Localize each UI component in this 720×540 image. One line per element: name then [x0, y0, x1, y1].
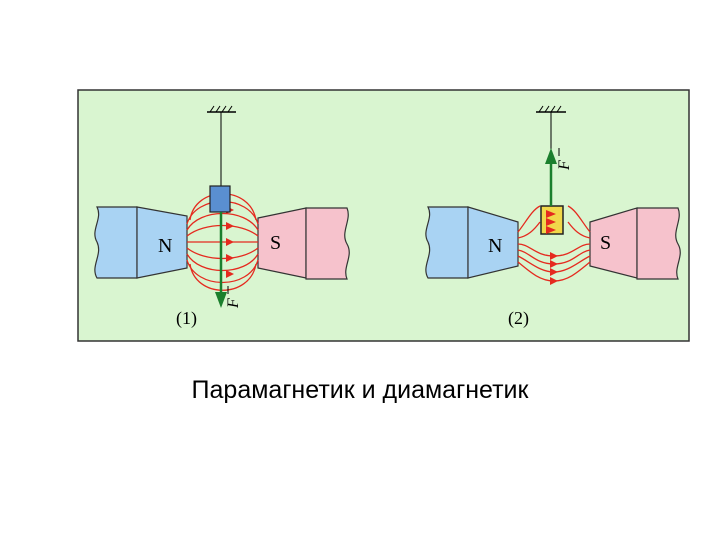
force-arrow-left — [215, 212, 227, 308]
force-label-left: F — [225, 298, 242, 309]
diamagnetic-setup: N S — [425, 105, 681, 329]
panel-label-left: (1) — [176, 308, 197, 329]
force-arrow-right — [545, 148, 557, 206]
north-pole-right: N — [425, 206, 519, 279]
field-arrows-left — [226, 206, 234, 278]
south-label-left: S — [270, 232, 281, 254]
paramagnetic-sample — [209, 185, 231, 213]
south-pole-right: S — [589, 207, 681, 280]
caption: Парамагнетик и диамагнетик — [191, 376, 529, 404]
south-label-right: S — [600, 232, 611, 254]
force-label-right: F — [556, 160, 573, 171]
paramagnetic-setup: N S — [94, 105, 350, 329]
north-label-left: N — [158, 235, 172, 257]
panel-label-right: (2) — [508, 308, 529, 329]
field-arrows-right — [550, 252, 558, 285]
north-label-right: N — [488, 235, 502, 257]
south-pole-left: S — [257, 207, 350, 280]
sample-inner-arrows — [546, 210, 556, 234]
north-pole-left: N — [94, 206, 188, 279]
